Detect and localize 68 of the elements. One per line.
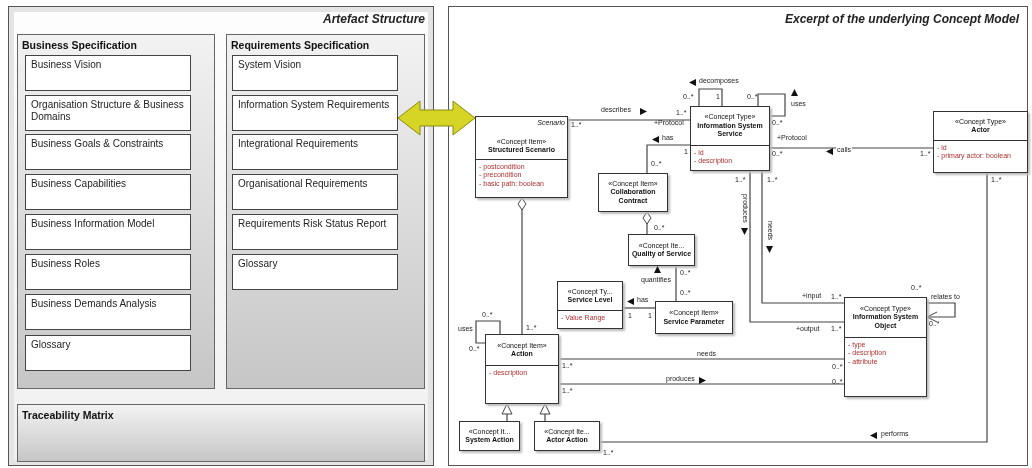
uml-class-box [485, 334, 559, 404]
artefact-title: Requirements Risk Status Report [237, 217, 388, 231]
artefact-title: Business Goals & Constraints [30, 137, 165, 151]
artefact-title: Business Roles [30, 257, 101, 271]
association-line [567, 119, 691, 121]
artefact-box [232, 214, 398, 250]
artefact-title: Integrational Requirements [237, 137, 360, 151]
artefact-box [25, 134, 191, 170]
artefact-box [25, 95, 191, 131]
uml-class-box [557, 281, 623, 329]
uml-class-box [475, 116, 568, 198]
panel [448, 6, 1028, 466]
artefact-box [25, 335, 191, 371]
section-panel [226, 34, 425, 389]
uml-class-box [933, 111, 1028, 173]
artefact-box [232, 55, 398, 91]
panel-title: Excerpt of the underlying Concept Model [784, 12, 1019, 26]
section-heading: Business Specification [22, 39, 137, 51]
section-heading: Requirements Specification [231, 39, 370, 51]
association-line [558, 358, 845, 360]
artefact-box [25, 214, 191, 250]
association-line [675, 265, 677, 302]
section-panel [17, 34, 215, 389]
artefact-title: Business Information Model [30, 217, 156, 231]
double-arrow [397, 100, 476, 136]
artefact-box [25, 174, 191, 210]
uml-class-box [628, 234, 695, 266]
artefact-box [25, 254, 191, 290]
association-line [475, 320, 501, 344]
artefact-box [232, 134, 398, 170]
generalization-arrow [539, 403, 551, 422]
artefact-title: Organisational Requirements [237, 177, 369, 191]
association-line [698, 88, 723, 107]
arrow [926, 302, 956, 323]
artefact-box [25, 294, 191, 330]
association-line [646, 144, 691, 174]
association-line [558, 383, 845, 385]
artefact-title: Information System Requirements [237, 98, 391, 112]
artefact-title: Business Capabilities [30, 177, 128, 191]
aggregation-line [517, 197, 527, 335]
uml-class-box [598, 173, 668, 212]
uml-class-box [459, 421, 520, 451]
section-heading: Traceability Matrix [22, 409, 114, 421]
section-panel [17, 404, 425, 462]
artefact-box [232, 174, 398, 210]
artefact-box [232, 95, 398, 131]
artefact-title: Business Demands Analysis [30, 297, 158, 311]
generalization-arrow [501, 403, 513, 422]
aggregation-line [642, 211, 652, 235]
artefact-title: System Vision [237, 58, 303, 72]
association-line [761, 170, 845, 304]
uml-class-box [690, 106, 770, 171]
artefact-title: Glossary [237, 257, 279, 271]
uml-class-box [844, 297, 927, 397]
panel-title: Artefact Structure [322, 12, 425, 26]
artefact-box [25, 55, 191, 91]
association-line [757, 93, 786, 117]
uml-class-box [534, 421, 600, 451]
panel [8, 6, 434, 466]
artefact-title: Organisation Structure & Business Domains [30, 98, 185, 124]
association-line [749, 170, 845, 323]
artefact-title: Business Vision [30, 58, 103, 72]
artefact-title: Glossary [30, 338, 72, 352]
uml-class-box [655, 301, 733, 334]
association-line [599, 172, 988, 443]
association-line [769, 147, 934, 149]
association-line [622, 307, 656, 309]
artefact-box [232, 254, 398, 290]
